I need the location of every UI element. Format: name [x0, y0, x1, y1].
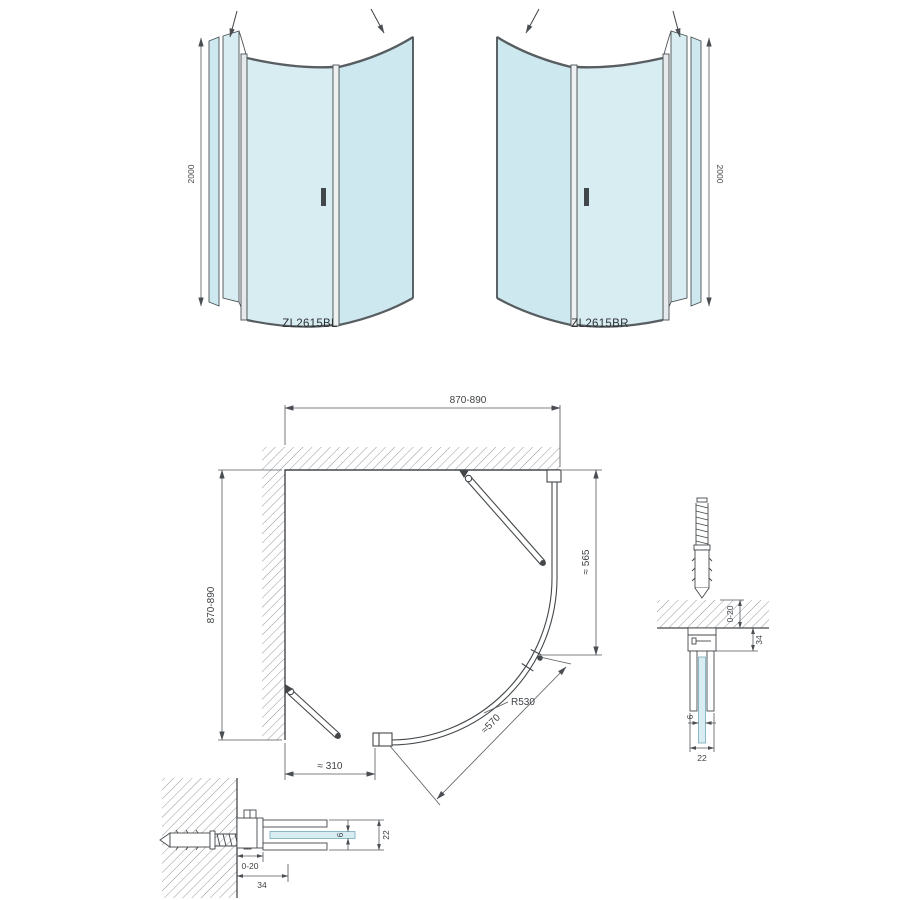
- plan-depth-dim: 870-890: [206, 586, 217, 623]
- bottom-glass-profile: [372, 732, 393, 747]
- support-bracket-bottom: [285, 684, 341, 739]
- glass-arc-inner: [389, 577, 553, 741]
- wall-hatch-right-detail: [657, 600, 769, 628]
- glass-arc-outer: [389, 577, 558, 746]
- screw-anchor-icon: [691, 497, 713, 599]
- plan-width-dim: 870-890: [450, 395, 487, 406]
- plan-right-dim: ≈ 565: [581, 549, 592, 574]
- detail-bottom-adjust-dim: 0-20: [241, 861, 258, 871]
- wall-profile-section: [236, 809, 328, 851]
- glass-section: [698, 656, 706, 744]
- detail-bottom-glass-dim: 6: [335, 832, 345, 837]
- detail-bottom-profile-dim: 22: [381, 830, 391, 840]
- plan-dimension-lines: [218, 405, 602, 806]
- product-label-right: ZL2615BR: [571, 318, 629, 330]
- plan-view: 870-890 870-890 ≈ 565 R530 ≈570 ≈ 310: [206, 395, 602, 806]
- product-drawing-right: 2000: [475, 8, 725, 343]
- plan-entry-dim: ≈ 310: [318, 761, 343, 772]
- detail-right-profile-dim: 22: [697, 753, 707, 763]
- detail-right-dimension-lines: [688, 599, 758, 752]
- height-dim-label-right: 2000: [715, 165, 725, 184]
- detail-section-bottom: 6 22 0-20 34: [159, 778, 391, 898]
- top-wall-fitting: [546, 469, 562, 483]
- plan-door-dim: ≈570: [480, 712, 504, 736]
- height-dim-label-left: 2000: [186, 164, 196, 183]
- plan-radius-dim: R530: [511, 697, 535, 708]
- detail-right-glass-dim: 6: [685, 714, 695, 719]
- detail-right-adjust-dim: 0-20: [725, 605, 735, 622]
- glass-section: [269, 831, 356, 839]
- detail-section-right: 0-20 34 6 22: [657, 497, 769, 763]
- detail-right-bracket-dim: 34: [754, 635, 764, 645]
- detail-bottom-dimension-lines: [236, 819, 384, 882]
- support-bracket-top: [459, 470, 546, 566]
- glass-straight-segment: [551, 482, 558, 578]
- product-drawing-left: 2000: [186, 8, 435, 343]
- wall-profile-section: [687, 627, 717, 712]
- detail-bottom-bracket-dim: 34: [257, 880, 267, 890]
- product-label-left: ZL2615BL: [282, 318, 338, 330]
